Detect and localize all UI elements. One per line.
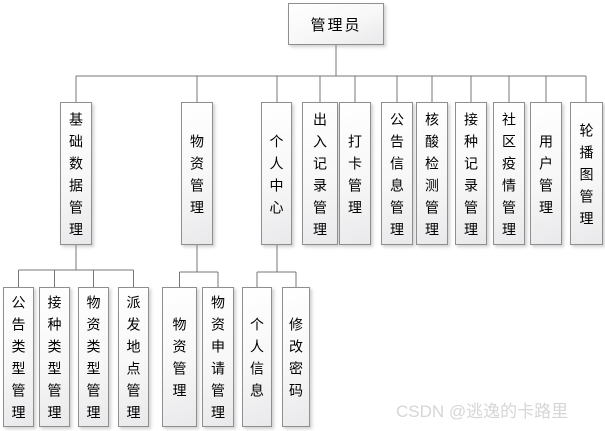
node-supplies-type-management: 物资类型管理 (78, 287, 109, 427)
node-supplies-management-sub: 物资管理 (162, 287, 197, 427)
node-label: 社区疫情管理 (501, 111, 517, 244)
node-personal-info: 个人信息 (242, 287, 272, 427)
node-supplies-management: 物资管理 (181, 102, 213, 245)
node-entry-exit-record-management: 出入记录管理 (302, 102, 338, 245)
node-personal-center: 个人中心 (261, 102, 292, 245)
node-label: 修改密码 (288, 317, 304, 405)
node-community-epidemic-management: 社区疫情管理 (493, 102, 525, 245)
node-label: 轮播图管理 (578, 122, 595, 233)
node-label: 个人中心 (268, 133, 285, 222)
node-vaccination-record-management: 接种记录管理 (455, 102, 487, 245)
node-check-in-management: 打卡管理 (339, 102, 371, 245)
watermark-csdn: CSDN @逃逸的卡路里 (396, 402, 569, 421)
node-label: 物资管理 (171, 317, 188, 405)
node-label: 物资申请管理 (210, 295, 226, 427)
node-label: 用户管理 (538, 133, 554, 222)
node-distribution-location-management: 派发地点管理 (118, 287, 149, 427)
node-label: 打卡管理 (347, 133, 363, 222)
node-label: 接种记录管理 (463, 111, 479, 244)
node-label: 公告类型管理 (10, 295, 27, 427)
node-user-management: 用户管理 (530, 102, 562, 245)
node-supplies-application-management: 物资申请管理 (202, 287, 234, 427)
node-label: 公告信息管理 (389, 111, 405, 244)
node-label: 基础数据管理 (68, 111, 84, 244)
node-basic-data-management: 基础数据管理 (60, 102, 92, 245)
node-carousel-management: 轮播图管理 (570, 102, 603, 245)
node-label: 管理员 (310, 16, 362, 34)
node-label: 物资管理 (189, 133, 205, 222)
node-label: 接种类型管理 (46, 295, 63, 427)
node-label: 派发地点管理 (125, 295, 142, 427)
node-announcement-type-management: 公告类型管理 (3, 287, 34, 427)
node-label: 核酸检测管理 (424, 111, 440, 244)
node-nucleic-acid-test-management: 核酸检测管理 (416, 102, 448, 245)
node-label: 物资类型管理 (85, 295, 102, 427)
node-vaccination-type-management: 接种类型管理 (39, 287, 70, 427)
node-change-password: 修改密码 (282, 287, 310, 427)
node-announcement-info-management: 公告信息管理 (381, 102, 413, 245)
node-administrator: 管理员 (288, 3, 384, 45)
node-label: 个人信息 (249, 317, 265, 405)
node-label: 出入记录管理 (312, 111, 328, 244)
